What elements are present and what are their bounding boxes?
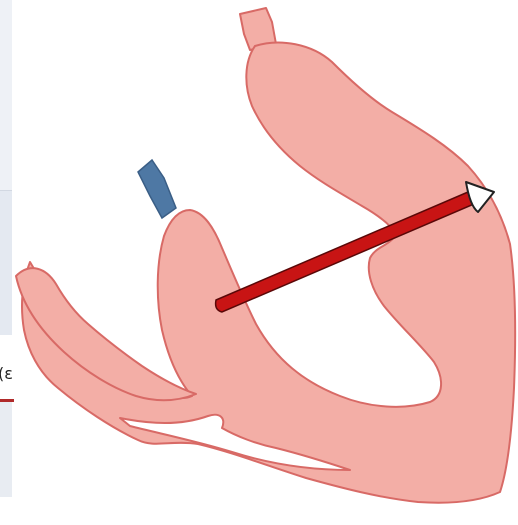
heart-chamber-wall <box>22 43 515 503</box>
pulmonary-vessel <box>138 160 176 218</box>
